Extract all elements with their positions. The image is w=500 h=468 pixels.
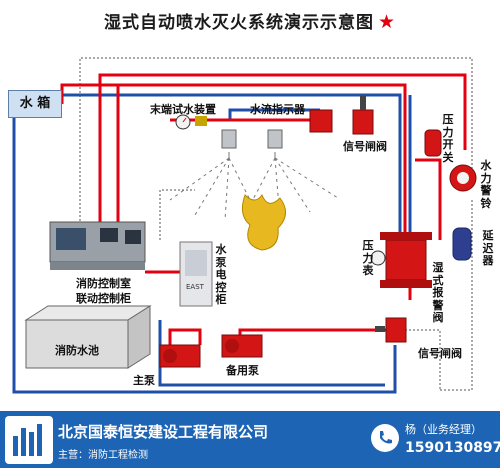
pressure-switch-label: 压力开关 bbox=[442, 113, 454, 164]
water-tank: 水 箱 bbox=[8, 90, 62, 118]
red-pipe-switch bbox=[415, 158, 442, 240]
diagram-title: 湿式自动喷水灭火系统演示示意图★ bbox=[0, 8, 500, 33]
fire-pool-icon bbox=[24, 305, 152, 369]
wet-alarm-valve-label: 湿式报警阀 bbox=[432, 261, 444, 324]
signal-lines bbox=[79, 57, 473, 391]
red-signal-pipe bbox=[98, 73, 467, 225]
red-pipes bbox=[60, 73, 467, 345]
main-pump-label: 主泵 bbox=[133, 374, 155, 387]
cabinet-brand-label: EAST bbox=[186, 283, 204, 291]
signal-valve-bottom-icon bbox=[375, 317, 407, 343]
blue-pipe-pool bbox=[158, 320, 385, 387]
phone-number[interactable]: 15901308972 bbox=[405, 440, 500, 456]
contact-person: 杨（业务经理） bbox=[405, 423, 482, 436]
water-flow-indicator-label: 水流指示器 bbox=[250, 103, 305, 116]
sprinkler-left bbox=[221, 129, 237, 158]
retard-chamber-label: 延迟器 bbox=[482, 229, 494, 267]
standby-pump-label: 备用泵 bbox=[226, 364, 259, 377]
red-pipe-standby bbox=[238, 328, 405, 345]
main-pump-icon bbox=[159, 344, 201, 368]
pump-control-cabinet-icon bbox=[179, 241, 213, 307]
retard-chamber-icon bbox=[452, 227, 472, 261]
wet-alarm-valve-icon bbox=[380, 232, 432, 288]
business-scope: 主营：消防工程检测 bbox=[58, 450, 148, 461]
control-room-label: 消防控制室 bbox=[76, 277, 131, 290]
system-diagram bbox=[12, 57, 477, 394]
company-name: 北京国泰恒安建设工程有限公司 bbox=[58, 423, 269, 441]
footer-bar bbox=[0, 411, 500, 468]
title-text: 湿式自动喷水灭火系统演示示意图 bbox=[103, 13, 374, 33]
pump-control-cabinet-label: 水泵电控柜 bbox=[215, 243, 227, 306]
water-alarm-bell-icon bbox=[449, 164, 477, 192]
signal-valve-top-label: 信号闸阀 bbox=[343, 140, 387, 153]
water-alarm-bell-label: 水力警铃 bbox=[480, 159, 492, 210]
signal-line-right bbox=[440, 200, 473, 391]
signal-line-cabinet bbox=[159, 189, 195, 240]
pressure-switch-icon bbox=[424, 129, 442, 157]
pressure-gauge-icon bbox=[370, 250, 386, 266]
sprinkler-right bbox=[267, 129, 283, 158]
company-logo-icon bbox=[5, 416, 53, 464]
linkage-cabinet-label: 联动控制柜 bbox=[76, 292, 131, 305]
blue-branch-pipe bbox=[228, 108, 320, 120]
control-console bbox=[49, 221, 146, 270]
signal-valve-bottom-label: 信号闸阀 bbox=[418, 347, 462, 360]
star-icon: ★ bbox=[377, 11, 397, 33]
fire-icon bbox=[241, 193, 286, 251]
signal-valve-top-icon bbox=[352, 96, 374, 135]
water-flow-indicator-icon bbox=[309, 109, 333, 133]
red-pipe-pump bbox=[168, 328, 202, 345]
standby-pump-icon bbox=[221, 334, 263, 358]
end-test-device-label: 末端试水装置 bbox=[150, 103, 216, 116]
blue-pipe-left-bottom bbox=[12, 116, 397, 394]
red-pipe-main bbox=[60, 83, 407, 240]
fire-pool-label: 消防水池 bbox=[55, 344, 99, 357]
phone-glyph bbox=[380, 431, 392, 444]
phone-icon bbox=[371, 424, 399, 452]
pressure-gauge-label: 压力表 bbox=[362, 239, 374, 277]
logo-mark bbox=[13, 424, 42, 456]
end-test-device bbox=[175, 114, 207, 130]
